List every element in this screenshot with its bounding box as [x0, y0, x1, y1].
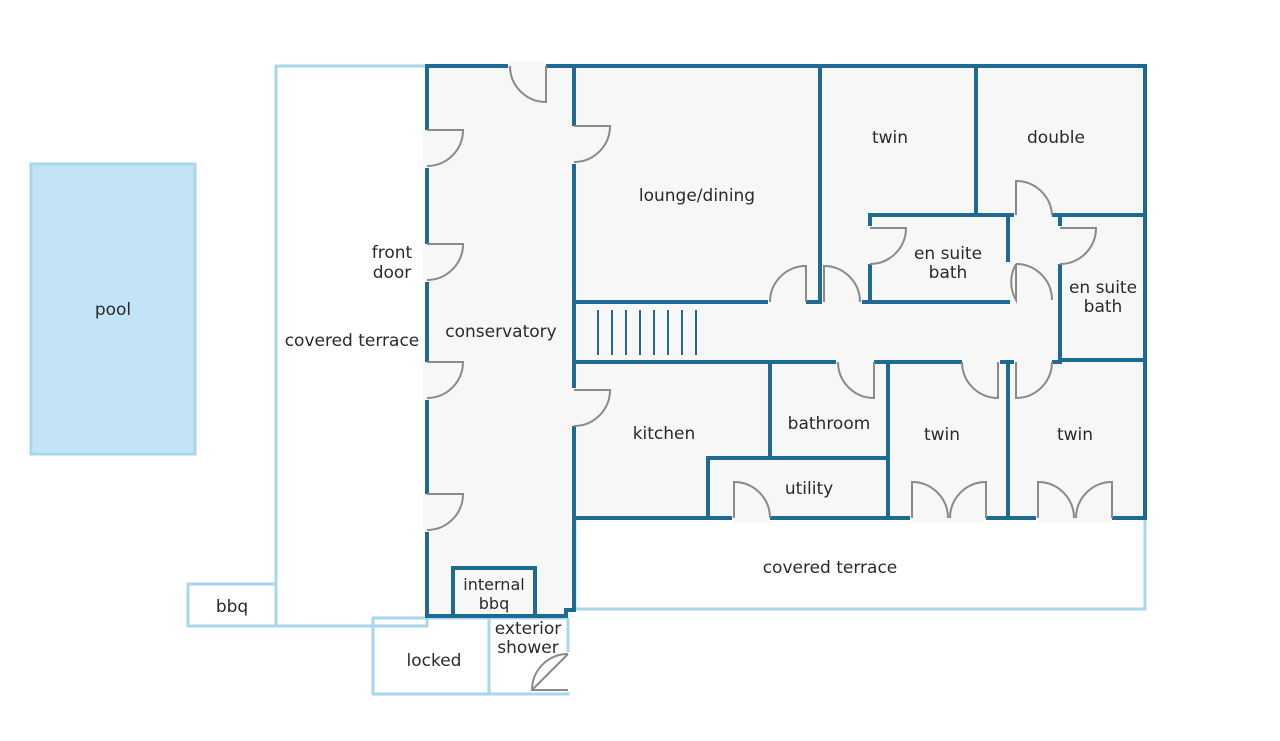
label-en-suite-2a: en suite: [1069, 278, 1137, 298]
label-kitchen: kitchen: [633, 424, 696, 444]
interior-walls: [425, 64, 1147, 618]
label-utility: utility: [785, 479, 833, 499]
label-double: double: [1027, 128, 1085, 148]
label-bathroom: bathroom: [788, 414, 871, 434]
label-twin-north: twin: [872, 128, 908, 148]
pool: [29, 162, 197, 456]
label-en-suite-2b: bath: [1084, 297, 1123, 317]
label-locked: locked: [407, 651, 462, 671]
label-covered-terrace-west: covered terrace: [285, 331, 420, 351]
label-internal-bbq-2: bbq: [479, 594, 509, 613]
label-pool: pool: [95, 300, 131, 320]
label-exterior-shower-1: exterior: [495, 619, 561, 639]
label-bbq: bbq: [216, 597, 248, 617]
label-en-suite-1b: bath: [929, 263, 968, 283]
bbq-area: [186, 582, 278, 628]
floor-fill: [427, 66, 1145, 618]
staircase: [597, 310, 697, 355]
label-en-suite-1a: en suite: [914, 244, 982, 264]
label-front-door-1: front: [372, 243, 413, 263]
label-exterior-shower-2: shower: [497, 638, 558, 658]
label-covered-terrace-south: covered terrace: [763, 558, 898, 578]
label-front-door-2: door: [373, 263, 412, 283]
door-arcs: [426, 65, 1113, 691]
label-twin-south-1: twin: [924, 425, 960, 445]
label-internal-bbq-1: internal: [463, 575, 524, 594]
label-twin-south-2: twin: [1057, 425, 1093, 445]
shower-door-gap: [566, 652, 572, 692]
label-conservatory: conservatory: [445, 322, 556, 342]
label-lounge-dining: lounge/dining: [639, 186, 755, 206]
